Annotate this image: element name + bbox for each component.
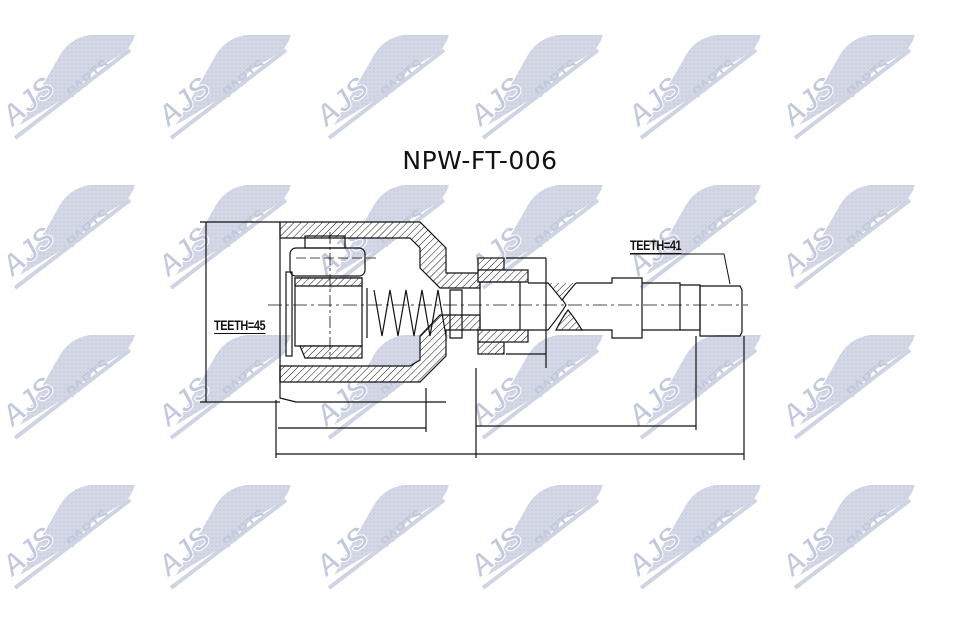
teeth-count-inner-label: TEETH=45 bbox=[214, 317, 266, 334]
splined-end bbox=[699, 285, 743, 337]
teeth-count-outer-label: TEETH=41 bbox=[630, 237, 682, 254]
spider-body bbox=[294, 277, 363, 347]
spring bbox=[366, 288, 463, 339]
housing-top-section bbox=[279, 221, 481, 289]
part-number-title: NPW-FT-006 bbox=[402, 146, 558, 175]
housing-bottom-section bbox=[279, 314, 481, 383]
